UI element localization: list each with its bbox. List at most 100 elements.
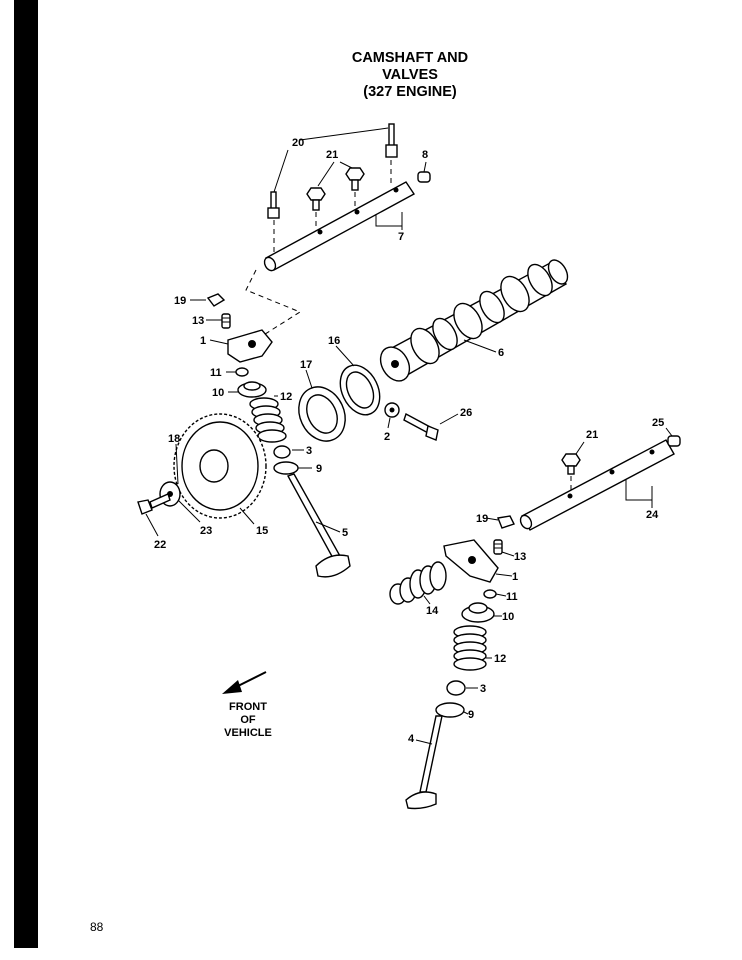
leader-18 [175, 443, 179, 485]
leader-11-right [495, 593, 507, 597]
callout-17: 17 [300, 359, 312, 371]
callout-24: 24 [646, 509, 659, 521]
camshaft-gear-15 [173, 413, 267, 519]
thrust-plate-16 [339, 364, 381, 416]
leader-1-left [209, 339, 229, 345]
callout-21-right: 21 [586, 429, 598, 441]
lower-rocker-shaft [519, 439, 675, 531]
leader-1-right [495, 573, 513, 577]
retainer-9-left [273, 461, 299, 475]
cap-10-left [237, 381, 267, 398]
callout-3-right: 3 [480, 683, 486, 695]
page-number: 88 [90, 920, 104, 934]
seal-3-left [273, 445, 291, 459]
cap-10-right [461, 602, 495, 623]
callout-2: 2 [384, 431, 390, 443]
title-line-2: VALVES [382, 67, 438, 83]
shaft-plug-25 [667, 435, 681, 447]
callout-18: 18 [168, 433, 180, 445]
leader-21-right [575, 441, 585, 455]
ball-11-left [235, 367, 249, 377]
callout-11-right: 11 [506, 591, 518, 603]
callout-8: 8 [422, 149, 428, 161]
bolt-26 [403, 412, 439, 441]
shaft-plug-8 [417, 171, 431, 183]
rocker-arm-1-left [227, 329, 273, 363]
leader-22 [145, 513, 159, 537]
leader-2 [387, 417, 391, 429]
callout-9-left: 9 [316, 463, 322, 475]
nut-19-left [206, 293, 226, 307]
callout-13-right: 13 [514, 551, 526, 563]
callout-9-right: 9 [468, 709, 474, 721]
leader-5 [315, 521, 341, 533]
title-line-3: (327 ENGINE) [363, 84, 457, 100]
spring-12-right [453, 625, 487, 671]
leader-8 [423, 161, 427, 173]
spring-14 [389, 561, 447, 605]
upper-rocker-shaft [263, 181, 416, 272]
leader-4 [415, 739, 433, 745]
bracket-7 [375, 212, 403, 227]
camshaft [379, 259, 569, 382]
callout-25: 25 [652, 417, 664, 429]
bracket-24 [625, 480, 653, 501]
assembly-connector [245, 269, 302, 337]
callout-19-left: 19 [174, 295, 186, 307]
seal-3-right [446, 680, 466, 696]
rocker-arm-1-right [443, 539, 499, 583]
ball-11-right [483, 589, 497, 599]
callout-21-top: 21 [326, 149, 338, 161]
callout-10-right: 10 [502, 611, 514, 623]
leader-6 [463, 339, 497, 353]
callout-23: 23 [200, 525, 212, 537]
front-note-line-1: FRONT [229, 701, 267, 713]
upper-long-bolt-left [267, 191, 280, 256]
leader-21a [317, 161, 335, 187]
washer-2 [384, 402, 400, 418]
front-arrow-icon [222, 671, 267, 694]
front-note-line-2: OF [240, 714, 256, 726]
spring-12-left [249, 397, 287, 443]
upper-short-bolt-1 [306, 187, 326, 228]
callout-1-left: 1 [200, 335, 206, 347]
bearing-17 [298, 386, 346, 442]
callout-7: 7 [398, 231, 404, 243]
callout-20: 20 [292, 137, 304, 149]
diagram-title: CAMSHAFT AND VALVES (327 ENGINE) [300, 50, 520, 101]
bolt-22 [137, 493, 171, 515]
callout-22: 22 [154, 539, 166, 551]
leader-26 [439, 413, 459, 425]
callout-3-left: 3 [306, 445, 312, 457]
callout-10-left: 10 [212, 387, 224, 399]
title-line-1: CAMSHAFT AND [351, 50, 469, 66]
callout-26: 26 [460, 407, 472, 419]
callout-11-left: 11 [210, 367, 222, 379]
valve-5 [286, 473, 351, 578]
leader-13-right [501, 551, 515, 557]
callout-4: 4 [408, 733, 415, 745]
callout-5: 5 [342, 527, 348, 539]
stud-13-left [221, 313, 231, 329]
leader-20b [299, 127, 389, 141]
leader-23 [177, 499, 201, 523]
valve-4 [405, 715, 443, 810]
leader-25 [665, 427, 673, 437]
callout-15: 15 [256, 525, 268, 537]
nut-19-right [497, 515, 515, 529]
callout-1-right: 1 [512, 571, 518, 583]
callout-14: 14 [426, 605, 439, 617]
front-note-line-3: VEHICLE [224, 727, 272, 739]
leader-19-right [485, 517, 499, 521]
upper-long-bolt-right [385, 123, 398, 186]
leader-15 [239, 507, 255, 525]
stud-13-right [493, 539, 503, 555]
callout-12-left: 12 [280, 391, 292, 403]
callout-6: 6 [498, 347, 504, 359]
callout-19-right: 19 [476, 513, 488, 525]
callout-13-left: 13 [192, 315, 204, 327]
page-binding-edge [14, 0, 38, 948]
callout-16: 16 [328, 335, 340, 347]
leader-14 [423, 595, 431, 605]
